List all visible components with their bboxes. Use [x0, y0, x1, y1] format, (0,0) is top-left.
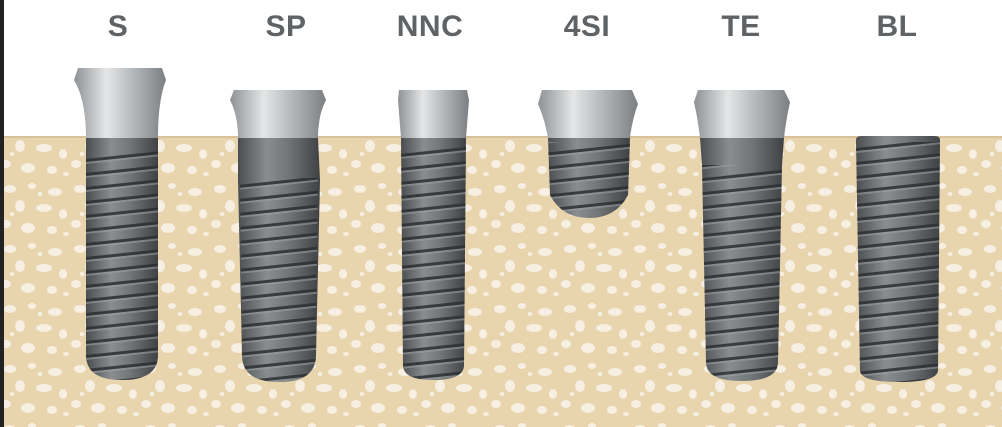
- label-nnc: NNC: [396, 10, 464, 43]
- label-s: S: [107, 10, 129, 43]
- label-sp: SP: [265, 10, 307, 43]
- bone-surface-line: [4, 136, 1002, 138]
- left-edge-bar: [0, 0, 4, 427]
- implant-nnc: [398, 90, 469, 380]
- bone-tissue: [4, 137, 1002, 427]
- label-bl: BL: [876, 10, 918, 43]
- implant-bl: [856, 136, 940, 382]
- implant-sp: [230, 90, 326, 382]
- implant-s: [74, 68, 166, 380]
- implant-4si: [538, 90, 638, 218]
- label-te: TE: [721, 10, 761, 43]
- label-4si: 4SI: [563, 10, 611, 43]
- implant-te: [694, 90, 790, 381]
